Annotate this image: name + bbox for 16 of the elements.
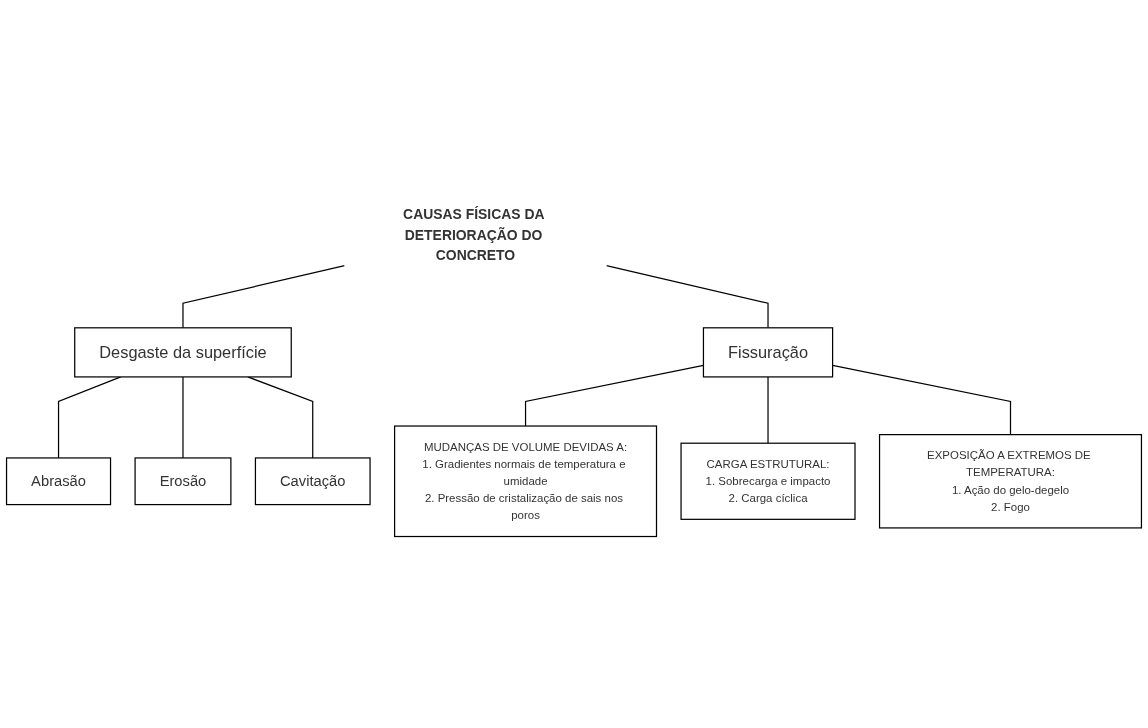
connector <box>605 265 769 329</box>
node-box: MUDANÇAS DE VOLUME DEVIDAS A: 1. Gradientes normais de temperatura e umidade 2. Pressão de cristalização de sais nos poros <box>394 425 658 538</box>
connector <box>832 364 1012 436</box>
node-box: Cavitação <box>254 457 371 506</box>
node-box: CARGA ESTRUTURAL: 1. Sobrecarga e impacto 2. Carga cíclica <box>680 442 856 520</box>
node-box: Abrasão <box>5 457 112 506</box>
node-box: Desgaste da superfície <box>74 327 292 378</box>
connector <box>182 376 184 459</box>
connector <box>767 376 769 444</box>
node-text: CAUSAS FÍSICAS DA DETERIORAÇÃO DO CONCRETO <box>403 206 545 264</box>
node-box: EXPOSIÇÃO A EXTREMOS DE TEMPERATURA: 1. Ação do gelo-degelo 2. Fogo <box>878 433 1143 529</box>
connector <box>247 376 314 459</box>
node-box: Fissuração <box>702 327 834 378</box>
connector <box>182 265 346 329</box>
connector <box>57 376 122 459</box>
node-box: Erosão <box>134 457 232 506</box>
